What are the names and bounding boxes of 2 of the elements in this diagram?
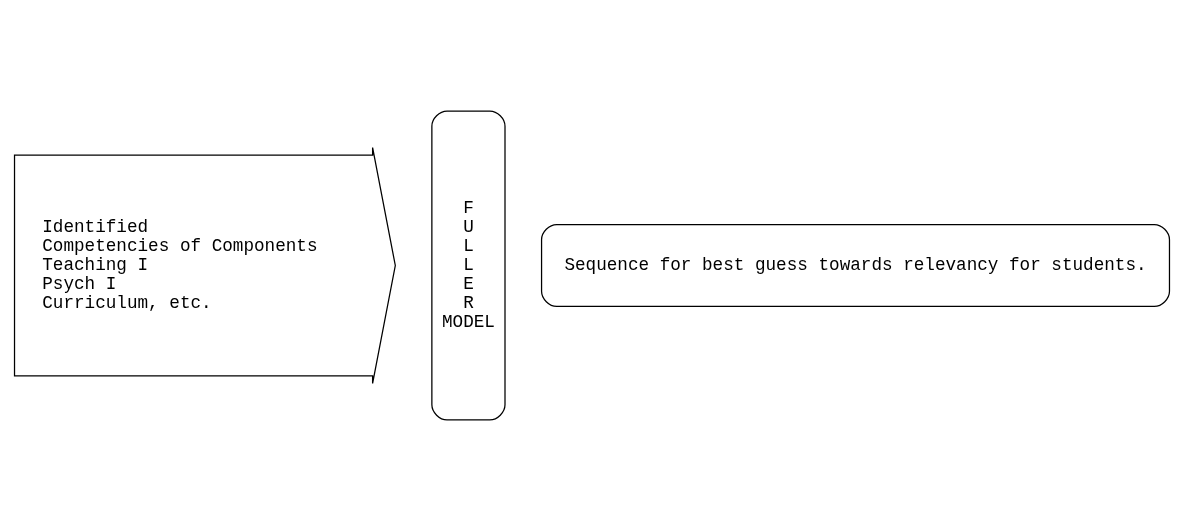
node-box: Sequence for best guess towards relevancy for students. <box>540 223 1171 307</box>
node-box: F U L L E R MODEL <box>431 109 506 421</box>
